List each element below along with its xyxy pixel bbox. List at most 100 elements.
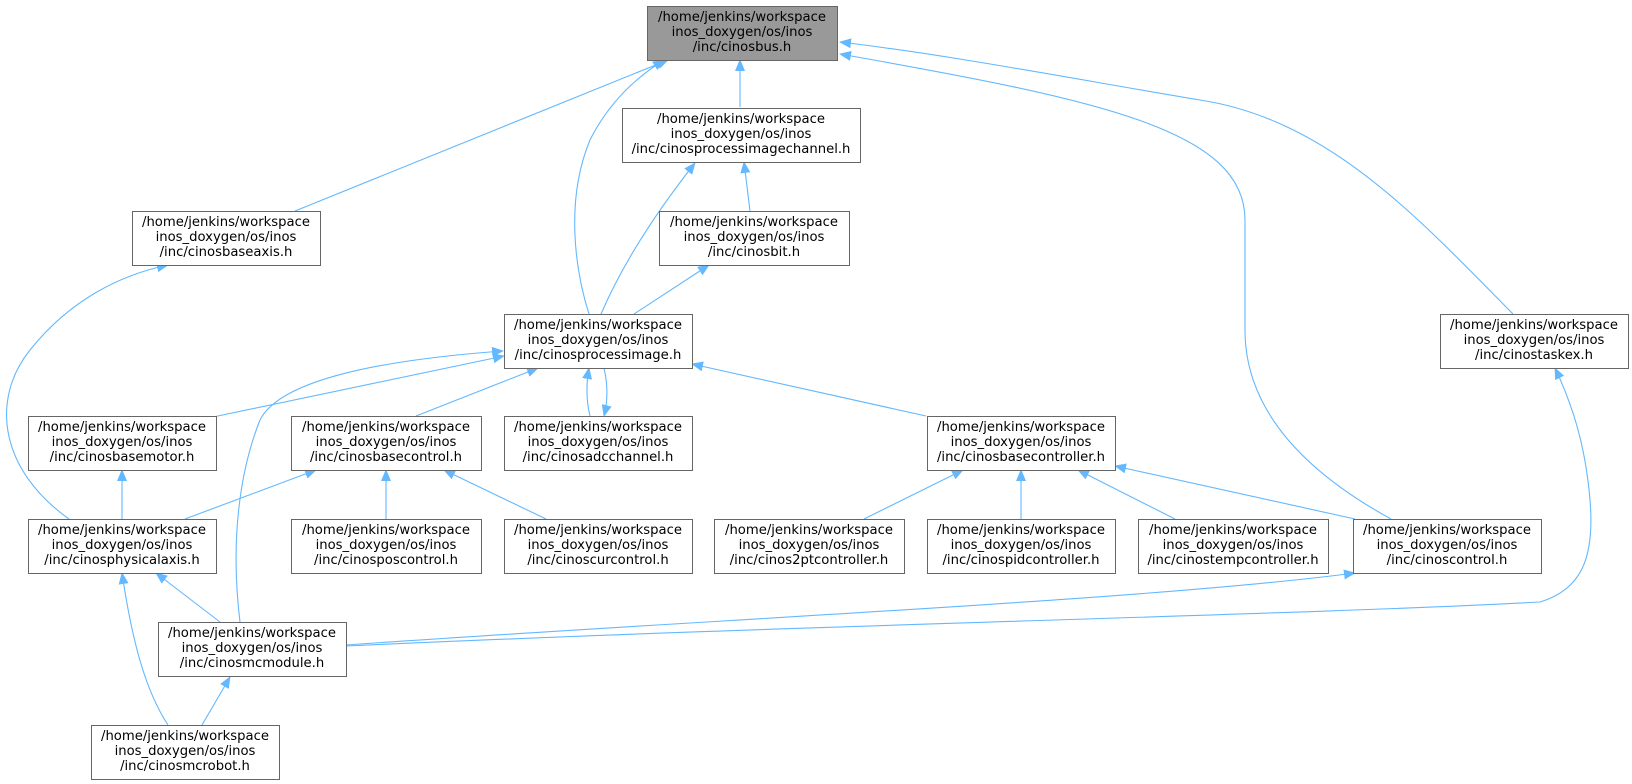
edge-cinosmcmodule-to-cinosphysicalaxis [155,572,221,623]
node-label-line: /home/jenkins/workspace [168,626,336,641]
node-label-line: inos_doxygen/os/inos [156,230,297,245]
node-box[interactable] [714,519,905,574]
node-cinosbasecontroller[interactable]: /home/jenkins/workspaceinos_doxygen/os/i… [927,416,1116,471]
node-cinosbasemotor[interactable]: /home/jenkins/workspaceinos_doxygen/os/i… [28,416,217,471]
node-cinosprocessimagechannel[interactable]: /home/jenkins/workspaceinos_doxygen/os/i… [622,108,861,163]
node-box[interactable] [504,314,693,369]
node-cinostaskex[interactable]: /home/jenkins/workspaceinos_doxygen/os/i… [1440,314,1629,369]
edge-line [691,361,927,417]
edge-line [601,367,612,417]
node-cinoscontrol[interactable]: /home/jenkins/workspaceinos_doxygen/os/i… [1353,519,1542,574]
node-label-line: /inc/cinosbasemotor.h [50,450,195,465]
node-label-line: /inc/cinosprocessimage.h [515,348,682,363]
node-label-line: inos_doxygen/os/inos [671,127,812,142]
edge-line [443,469,547,520]
edge-line [345,569,1356,646]
node-label-line: inos_doxygen/os/inos [182,641,323,656]
node-label-line: inos_doxygen/os/inos [951,435,1092,450]
edge-cinoscurcontrol-to-cinosbasecontrol [443,469,547,520]
edge-line [740,161,751,212]
node-label-line: inos_doxygen/os/inos [52,435,193,450]
node-box[interactable] [504,416,693,471]
node-box[interactable] [28,519,217,574]
node-label-line: /home/jenkins/workspace [101,729,269,744]
node-box[interactable] [927,519,1116,574]
node-label-line: /home/jenkins/workspace [657,112,825,127]
node-label-line: inos_doxygen/os/inos [1163,538,1304,553]
node-box[interactable] [647,6,838,61]
node-cinosmcmodule[interactable]: /home/jenkins/workspaceinos_doxygen/os/i… [158,622,347,677]
node-box[interactable] [1138,519,1329,574]
edge-cinosbit-to-cinosprocessimagechannel [740,161,751,212]
edge-cinosprocessimage-to-cinosadcchannel [601,367,612,417]
edge-cinosphysicalaxis-to-cinosbasecontrol [184,469,317,520]
nodes-layer: /home/jenkins/workspaceinos_doxygen/os/i… [28,6,1629,780]
edge-cinos2ptcontroller-to-cinosbasecontroller [863,469,964,520]
node-label-line: /inc/cinoscontrol.h [1387,553,1508,568]
node-cinoscurcontrol[interactable]: /home/jenkins/workspaceinos_doxygen/os/i… [504,519,693,574]
edge-line [155,572,221,623]
node-cinosbasecontrol[interactable]: /home/jenkins/workspaceinos_doxygen/os/i… [291,416,482,471]
node-label-line: /inc/cinosadcchannel.h [523,450,674,465]
node-box[interactable] [132,211,321,266]
edge-cinosprocessimage-to-cinosprocessimagechannel [600,162,696,315]
edge-line [1077,469,1176,520]
node-cinosbus[interactable]: /home/jenkins/workspaceinos_doxygen/os/i… [647,6,838,61]
edge-cinostaskex-to-cinosbus [839,38,1514,315]
node-label-line: /home/jenkins/workspace [142,215,310,230]
node-label-line: /home/jenkins/workspace [302,523,470,538]
node-box[interactable] [1440,314,1629,369]
node-cinosprocessimage[interactable]: /home/jenkins/workspaceinos_doxygen/os/i… [504,314,693,369]
node-box[interactable] [927,416,1116,471]
node-label-line: /inc/cinosbus.h [693,40,792,55]
node-label-line: inos_doxygen/os/inos [115,744,256,759]
edge-cinoscontrol-to-cinosbus [839,50,1392,520]
node-label-line: /home/jenkins/workspace [38,523,206,538]
edge-line [1114,463,1356,520]
node-cinosadcchannel[interactable]: /home/jenkins/workspaceinos_doxygen/os/i… [504,416,693,471]
edge-line [212,353,505,418]
edge-line [839,50,1392,520]
node-box[interactable] [504,519,693,574]
node-box[interactable] [158,622,347,677]
node-box[interactable] [91,725,280,780]
node-box[interactable] [622,108,861,163]
node-label-line: /inc/cinospidcontroller.h [942,553,1099,568]
node-box[interactable] [291,519,482,574]
node-label-line: /inc/cinosphysicalaxis.h [44,553,199,568]
node-label-line: /home/jenkins/workspace [514,420,682,435]
node-label-line: /inc/cinosbasecontrol.h [310,450,462,465]
node-label-line: /inc/cinoscurcontrol.h [527,553,668,568]
node-label-line: inos_doxygen/os/inos [684,230,825,245]
node-box[interactable] [28,416,217,471]
edge-line [633,264,710,315]
node-cinostempcontroller[interactable]: /home/jenkins/workspaceinos_doxygen/os/i… [1138,519,1329,574]
node-box[interactable] [1353,519,1542,574]
edge-line [118,572,169,726]
node-cinosbaseaxis[interactable]: /home/jenkins/workspaceinos_doxygen/os/i… [132,211,321,266]
edge-cinosmcrobot-to-cinosphysicalaxis [118,572,169,726]
node-cinosposcontrol[interactable]: /home/jenkins/workspaceinos_doxygen/os/i… [291,519,482,574]
node-label-line: inos_doxygen/os/inos [316,538,457,553]
node-label-line: /inc/cinosbaseaxis.h [160,245,293,260]
edge-line [345,367,1592,647]
node-label-line: /home/jenkins/workspace [302,420,470,435]
node-label-line: inos_doxygen/os/inos [52,538,193,553]
edge-line [6,262,169,520]
node-label-line: /inc/cinosprocessimagechannel.h [632,142,851,157]
node-box[interactable] [291,416,482,471]
node-label-line: /home/jenkins/workspace [514,523,682,538]
edge-line [201,676,231,726]
node-cinosbit[interactable]: /home/jenkins/workspaceinos_doxygen/os/i… [659,211,850,266]
node-cinospidcontroller[interactable]: /home/jenkins/workspaceinos_doxygen/os/i… [927,519,1116,574]
node-label-line: inos_doxygen/os/inos [528,538,669,553]
node-cinos2ptcontroller[interactable]: /home/jenkins/workspaceinos_doxygen/os/i… [714,519,905,574]
node-box[interactable] [659,211,850,266]
node-cinosphysicalaxis[interactable]: /home/jenkins/workspaceinos_doxygen/os/i… [28,519,217,574]
node-label-line: inos_doxygen/os/inos [528,435,669,450]
node-label-line: inos_doxygen/os/inos [951,538,1092,553]
node-cinosmcrobot[interactable]: /home/jenkins/workspaceinos_doxygen/os/i… [91,725,280,780]
edge-line [863,469,964,520]
edge-line [574,59,665,315]
node-label-line: inos_doxygen/os/inos [1464,333,1605,348]
